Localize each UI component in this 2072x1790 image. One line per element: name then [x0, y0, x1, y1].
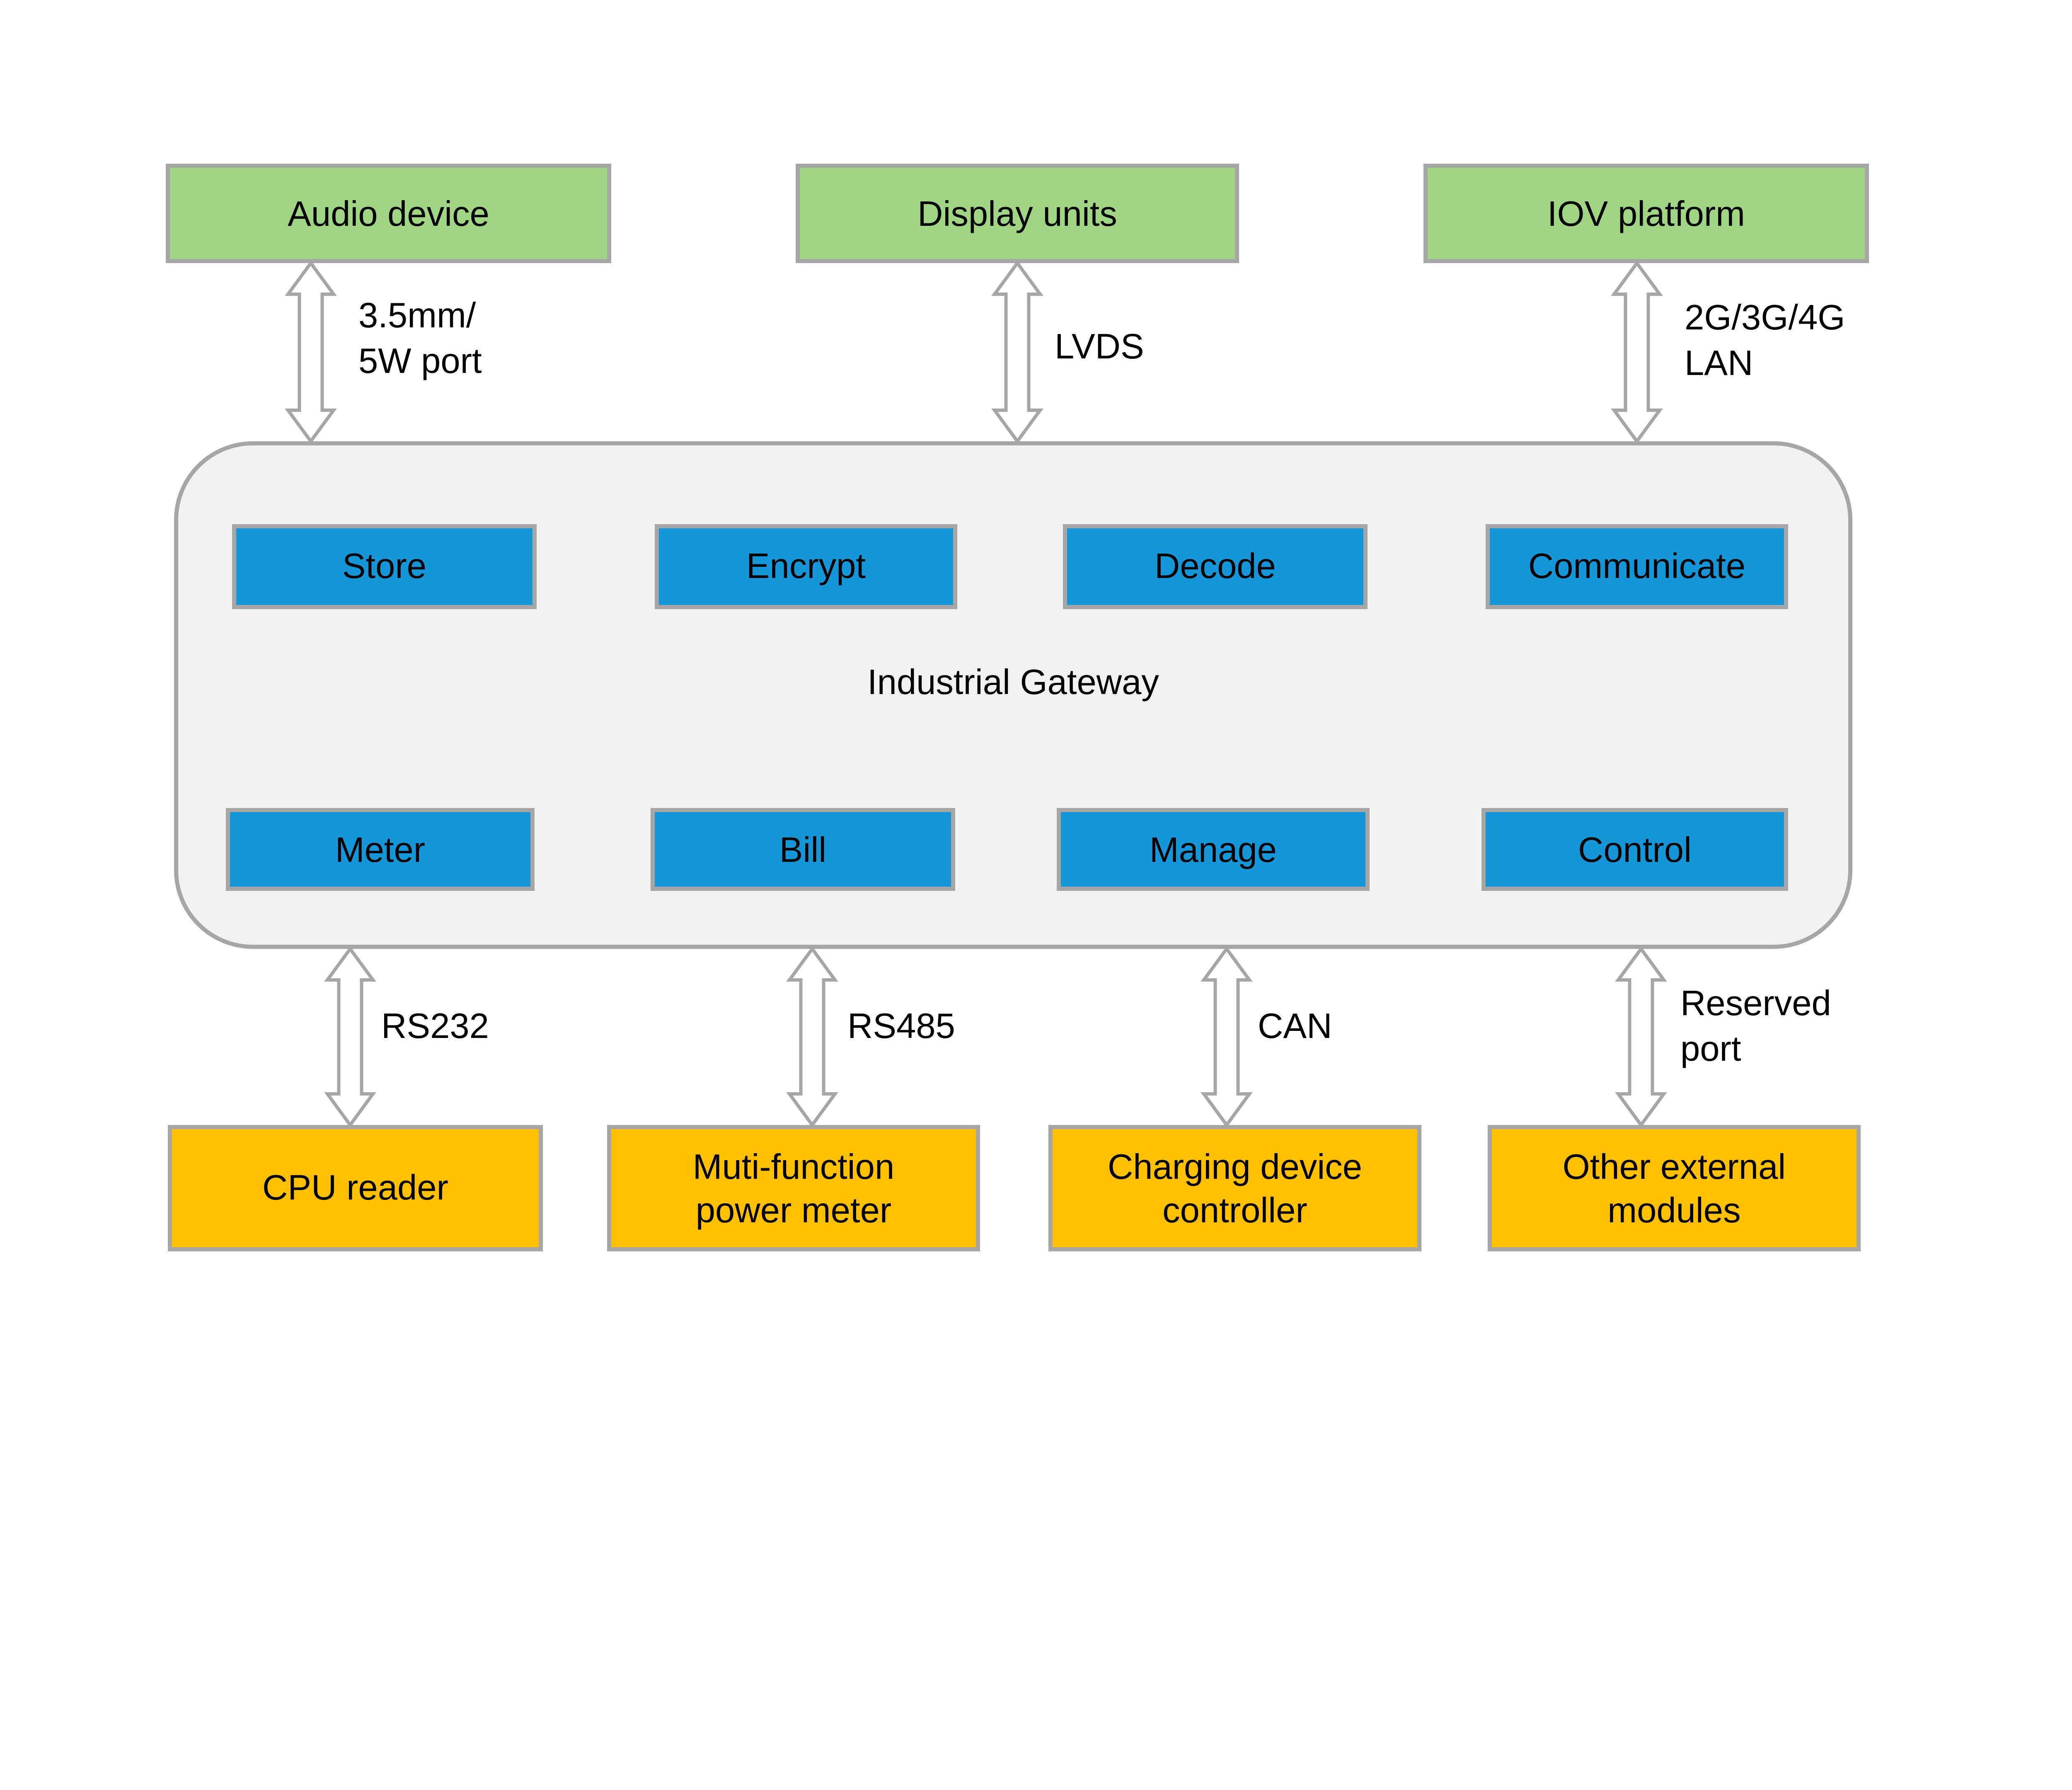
node-store: Store: [232, 524, 537, 609]
link-label-audio-port: 3.5mm/ 5W port: [358, 296, 482, 381]
node-iov-platform: IOV platform: [1423, 164, 1869, 263]
double-arrow-icon: [324, 946, 376, 1128]
double-arrow-icon: [1611, 260, 1663, 444]
node-manage: Manage: [1057, 808, 1370, 891]
gateway-title: Industrial Gateway: [867, 663, 1159, 702]
node-encrypt: Encrypt: [655, 524, 957, 609]
link-label-rs232: RS232: [381, 1007, 489, 1046]
link-label-can: CAN: [1258, 1007, 1332, 1046]
node-display-units: Display units: [796, 164, 1239, 263]
link-label-lvds: LVDS: [1055, 327, 1144, 367]
node-bill: Bill: [651, 808, 955, 891]
link-label-cellular-lan: 2G/3G/4G LAN: [1685, 298, 1845, 383]
gateway-box: Store Encrypt Decode Communicate Industr…: [174, 441, 1852, 949]
node-cpu-reader: CPU reader: [168, 1125, 543, 1251]
node-meter: Meter: [226, 808, 535, 891]
node-power-meter: Muti-function power meter: [607, 1125, 980, 1251]
double-arrow-icon: [1615, 946, 1667, 1128]
double-arrow-icon: [991, 260, 1043, 444]
double-arrow-icon: [786, 946, 838, 1128]
node-audio-device: Audio device: [166, 164, 611, 263]
node-control: Control: [1481, 808, 1788, 891]
node-communicate: Communicate: [1486, 524, 1788, 609]
double-arrow-icon: [1201, 946, 1253, 1128]
node-decode: Decode: [1063, 524, 1368, 609]
double-arrow-icon: [285, 260, 337, 444]
node-other-modules: Other external modules: [1488, 1125, 1861, 1251]
link-label-rs485: RS485: [847, 1007, 955, 1046]
link-label-reserved-port: Reserved port: [1680, 984, 1831, 1069]
node-charging-controller: Charging device controller: [1048, 1125, 1421, 1251]
